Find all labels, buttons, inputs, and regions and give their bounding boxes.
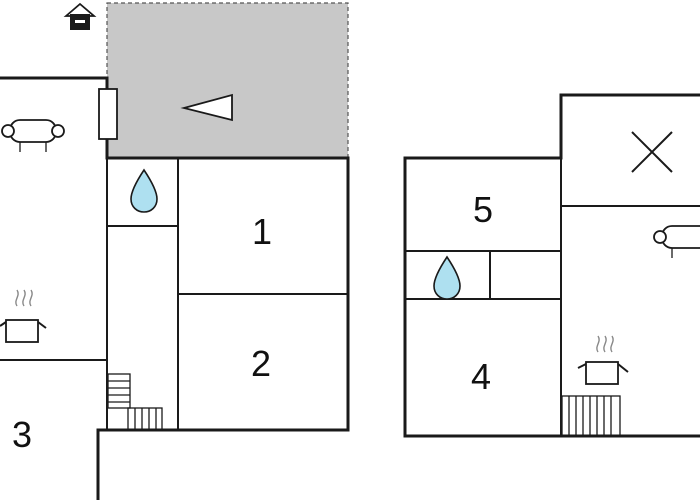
house-icon	[63, 2, 97, 30]
door-panel	[98, 88, 118, 140]
right-floor: 5 4	[403, 93, 700, 438]
stairs-icon	[107, 373, 163, 431]
room-1-label: 1	[252, 211, 272, 252]
sofa-icon	[1, 119, 65, 152]
room-4-label: 4	[471, 356, 491, 397]
right-floor-outer-wall	[403, 93, 700, 438]
left-floor-outer-wall	[0, 76, 350, 500]
cooking-pot-icon	[577, 335, 629, 385]
open-space-cross-icon	[631, 131, 673, 173]
water-drop-icon	[433, 255, 461, 300]
room-5-label: 5	[473, 189, 493, 230]
direction-arrow-icon	[180, 93, 233, 122]
stairs-icon	[561, 395, 621, 437]
water-drop-icon	[130, 168, 158, 213]
sofa-icon	[653, 225, 700, 258]
left-floor: 1 2 3	[0, 2, 350, 500]
cooking-pot-icon	[0, 289, 47, 343]
room-3-label: 3	[12, 414, 32, 455]
terrace-area	[106, 2, 349, 159]
room-2-label: 2	[251, 343, 271, 384]
